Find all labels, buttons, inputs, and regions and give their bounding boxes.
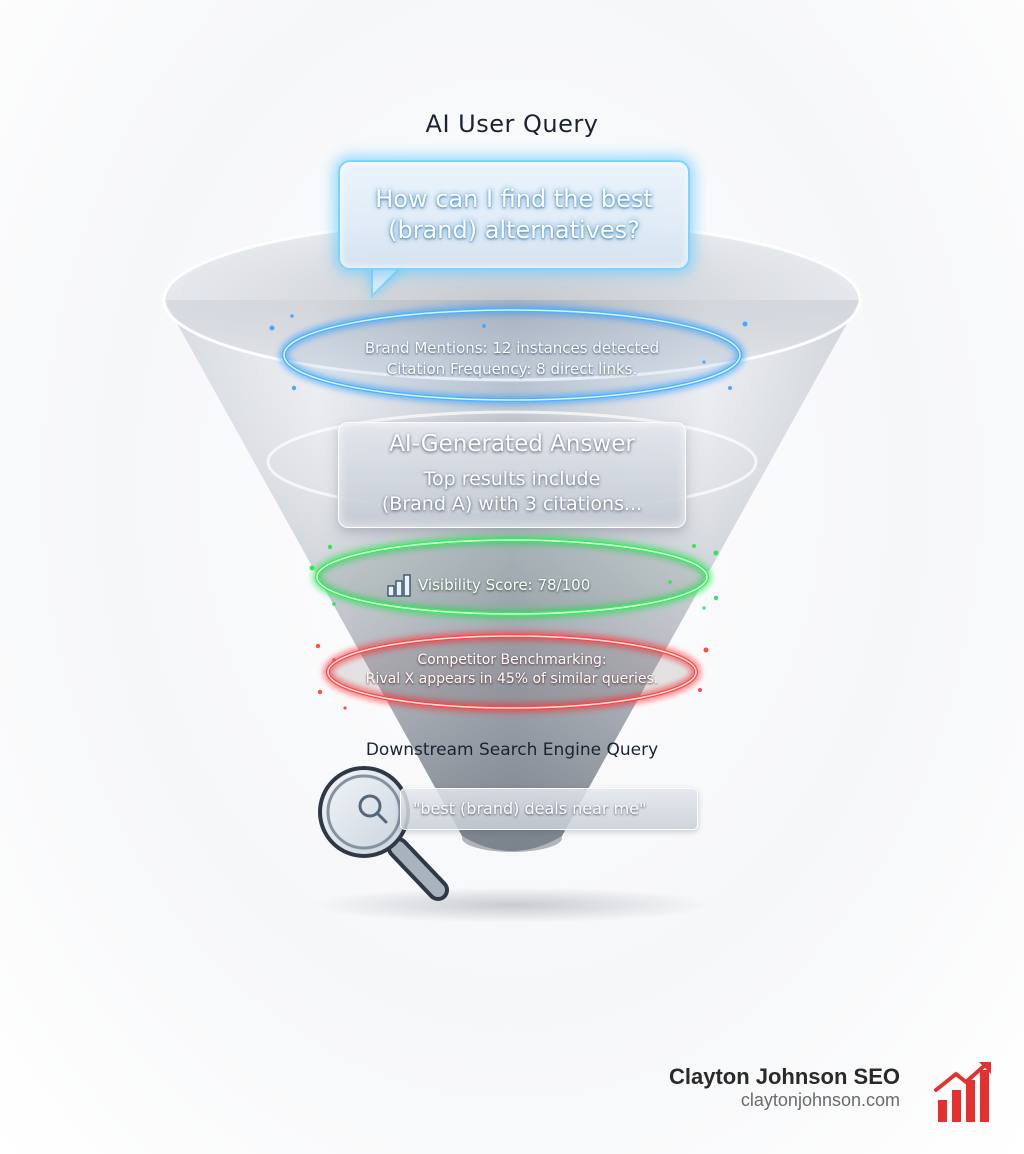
query-line-1: How can I find the best <box>375 185 653 213</box>
green-ring-core <box>316 539 708 615</box>
competitor-benchmark-detail: Rival X appears in 45% of similar querie… <box>365 671 659 687</box>
search-query-bar: "best (brand) deals near me" <box>400 788 698 830</box>
brand-mentions-line: Brand Mentions: 12 instances detected <box>364 339 660 357</box>
red-sparkles <box>315 643 709 710</box>
brand-mentions-text: Brand Mentions: 12 instances detected Ci… <box>312 338 712 380</box>
bar-chart-icon <box>387 574 411 597</box>
competitor-benchmark-title: Competitor Benchmarking: <box>417 652 607 668</box>
red-ring-core <box>327 635 697 709</box>
ai-user-query-title: AI User Query <box>425 110 599 138</box>
ai-answer-line-2: (Brand A) with 3 citations... <box>381 493 643 515</box>
blue-sparkles <box>269 314 748 391</box>
funnel-spout <box>462 824 562 852</box>
brand-name: Clayton Johnson SEO <box>668 1064 900 1089</box>
ai-answer-line-1: Top results include <box>423 468 601 490</box>
growth-chart-logo-icon <box>934 1062 991 1122</box>
visibility-score-text: Visibility Score: 78/100 <box>418 576 591 594</box>
downstream-query-title: Downstream Search Engine Query <box>365 740 659 760</box>
query-line-2: (brand) alternatives? <box>388 216 640 244</box>
ai-answer-box: AI-Generated Answer Top results include … <box>338 422 686 528</box>
magnifying-glass-icon <box>318 766 449 901</box>
query-speech-bubble: How can I find the best (brand) alternat… <box>338 160 690 270</box>
competitor-benchmark-text: Competitor Benchmarking: Rival X appears… <box>312 651 712 689</box>
green-sparkles <box>309 544 719 610</box>
blue-ring-core <box>283 309 741 401</box>
ai-answer-body: Top results include (Brand A) with 3 cit… <box>339 467 685 517</box>
citation-frequency-line: Citation Frequency: 8 direct links. <box>386 360 638 378</box>
brand-url: claytonjohnson.com <box>740 1090 900 1110</box>
ai-answer-title: AI-Generated Answer <box>389 431 635 457</box>
search-query-text: "best (brand) deals near me" <box>413 799 647 818</box>
query-text: How can I find the best (brand) alternat… <box>340 184 688 246</box>
funnel-shadow <box>312 887 712 923</box>
